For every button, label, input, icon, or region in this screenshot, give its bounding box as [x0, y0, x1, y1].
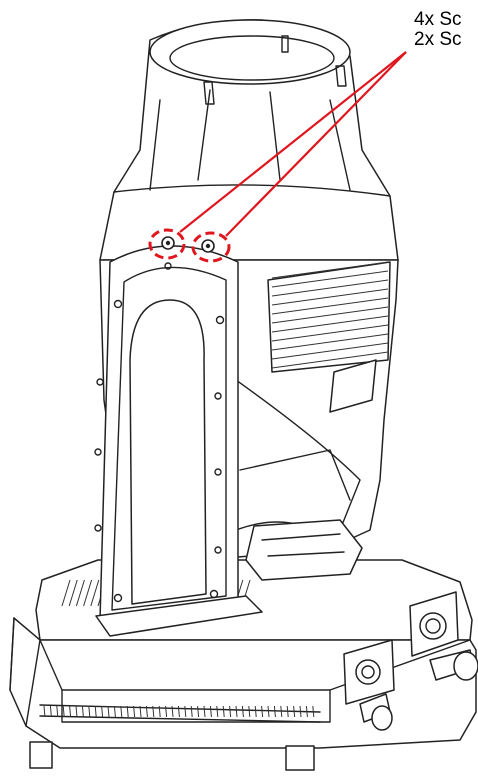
clamp-knob	[359, 649, 478, 731]
callout-text-line-1: 4x Sc	[414, 9, 462, 30]
foot-right	[285, 745, 315, 771]
base-connector-panel	[343, 591, 459, 705]
foot-left	[29, 741, 53, 769]
highlight-ring-right	[191, 231, 231, 263]
screw-callout	[148, 51, 407, 263]
highlight-ring-left	[148, 228, 186, 260]
yoke-arm	[94, 245, 263, 637]
head-cooling-fins	[267, 261, 391, 413]
base-vent-strip	[39, 704, 321, 723]
callout-leader-line	[179, 51, 407, 233]
callout-text-line-2: 2x Sc	[414, 29, 462, 50]
fixture-base	[9, 559, 478, 771]
callout-leader-line	[225, 51, 407, 237]
arm-screws	[94, 262, 225, 603]
